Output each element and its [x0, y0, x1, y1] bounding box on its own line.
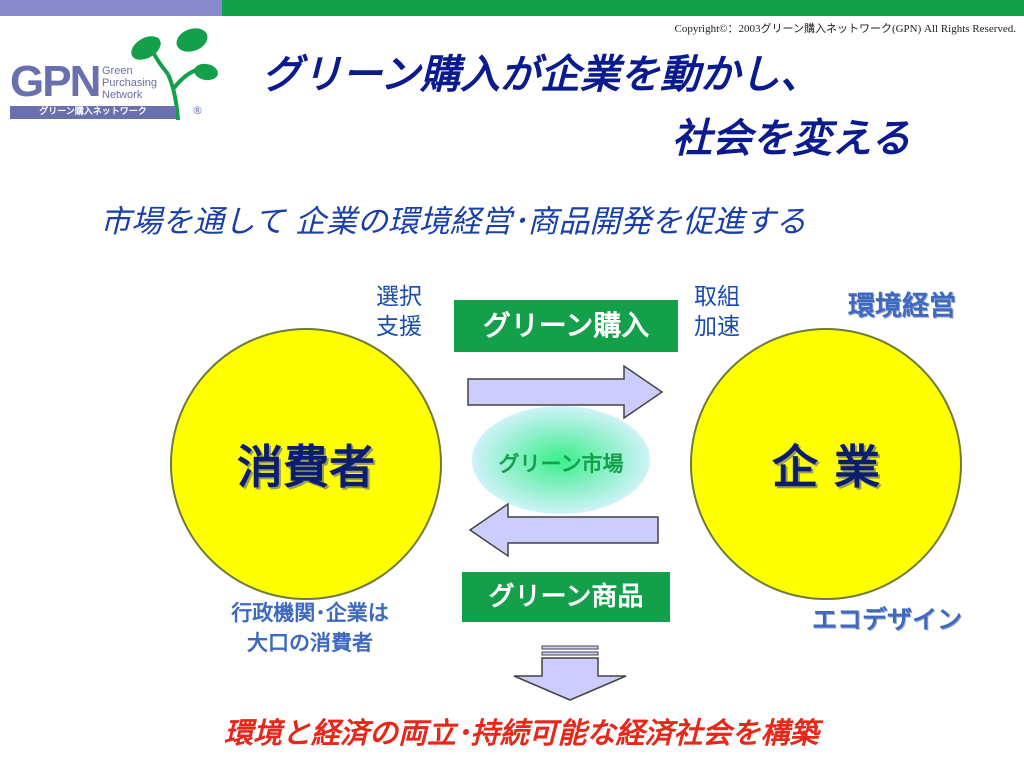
logo-band-text: グリーン購入ネットワーク [10, 106, 176, 119]
action-accelerate: 加速 [694, 314, 740, 340]
company-label: 企 業 [771, 440, 880, 494]
consumer-actions: 選択 支援 [376, 282, 422, 342]
logo-word-green: Green [102, 65, 133, 77]
green-purchasing-box: グリーン購入 [454, 300, 678, 352]
action-select: 選択 [376, 284, 422, 310]
logo-word-network: Network [102, 89, 143, 101]
arrow-right-icon [467, 364, 664, 420]
copyright-notice: Copyright©：2003グリーン購入ネットワーク(GPN) All Rig… [674, 23, 1016, 35]
page-title-line2: 社会を変える [672, 116, 911, 162]
company-circle: 企 業 [690, 328, 962, 600]
sprout-icon [131, 28, 218, 121]
green-market-label: グリーン市場 [498, 452, 624, 476]
government-note: 行政機関･企業は 大口の消費者 [190, 598, 430, 658]
government-note-line1: 行政機関･企業は [231, 601, 389, 625]
conclusion-statement: 環境と経済の両立･持続可能な経済社会を構築 [224, 716, 819, 750]
arrow-down-icon [513, 645, 627, 701]
green-market-glow [472, 406, 650, 514]
arrow-left-icon [468, 502, 659, 558]
logo-word-purchasing: Purchasing [102, 77, 158, 89]
consumer-circle: 消費者 [170, 328, 442, 600]
subtitle: 市場を通して 企業の環境経営･商品開発を促進する [100, 204, 807, 240]
government-note-line2: 大口の消費者 [247, 631, 373, 655]
top-bar-green [222, 0, 1024, 16]
action-effort: 取組 [694, 284, 740, 310]
registered-mark: ® [192, 104, 203, 117]
action-support: 支援 [376, 314, 422, 340]
logo-words: Green Purchasing Network [102, 65, 157, 101]
company-actions: 取組 加速 [694, 282, 740, 342]
eco-design-label: エコデザイン [812, 605, 963, 634]
page-title-line1: グリーン購入が企業を動かし、 [262, 52, 820, 98]
logo-gpn-letters: GPN [10, 57, 101, 106]
consumer-label: 消費者 [237, 440, 375, 494]
green-products-box: グリーン商品 [462, 572, 670, 622]
environmental-management-label: 環境経営 [848, 291, 956, 322]
gpn-logo: GPN Green Purchasing Network グリーン購入ネットワー… [8, 22, 218, 122]
top-bar-purple [0, 0, 222, 16]
